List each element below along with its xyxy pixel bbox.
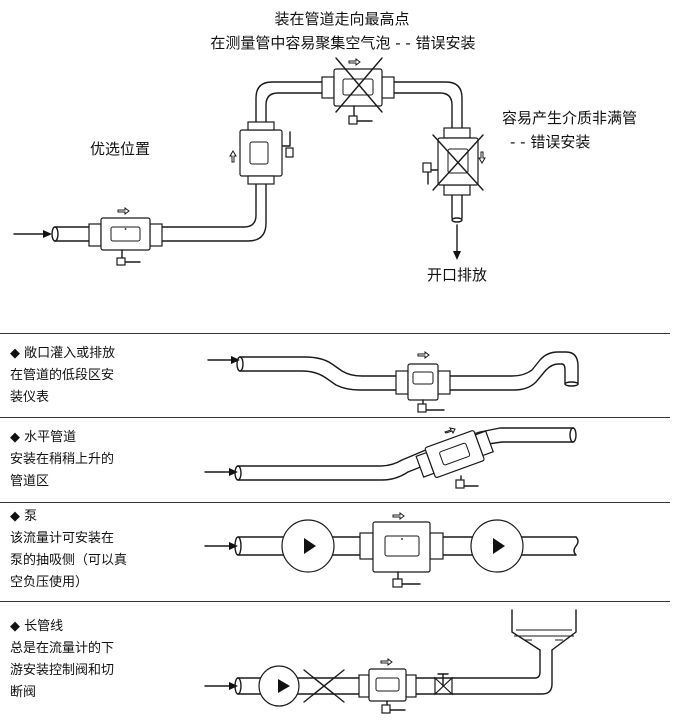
preferred-position-label: 优选位置 (90, 140, 151, 158)
section-title: ◆ 泵 (10, 509, 38, 524)
divider-2 (0, 417, 670, 418)
top-pipeline (51, 81, 463, 242)
divider-1 (0, 333, 670, 334)
diagram-open-inlet (207, 351, 579, 413)
diagram-rising-pipe (204, 427, 577, 489)
section-line: 装仪表 (10, 390, 50, 405)
title-line-2: 在测量管中容易聚集空气泡 - - 错误安装 (210, 34, 476, 52)
inlet-arrow (13, 230, 52, 238)
section-line: 该流量计可安装在 (10, 531, 115, 546)
section-open-inlet-text: ◆ 敞口灌入或排放 在管道的低段区安 装仪表 (10, 343, 115, 409)
section-line: 空负压使用） (10, 575, 89, 590)
meter-riser (229, 121, 294, 185)
section-line: 管道区 (10, 474, 50, 489)
divider-3 (0, 502, 670, 503)
partial-fill-label-1: 容易产生介质非满管 (502, 109, 638, 127)
section-line: 游安装控制阀和切 (10, 663, 115, 678)
section-title: ◆ 长管线 (10, 619, 64, 634)
section-line: 泵的抽吸侧（可以真 (10, 553, 128, 568)
section-long-pipeline-text: ◆ 长管线 总是在流量计的下 游安装控制阀和切 断阀 (10, 616, 114, 704)
diagram-pump (204, 512, 579, 588)
section-line: 在管道的低段区安 (10, 368, 115, 383)
section-horizontal-text: ◆ 水平管道 安装在稍稍上升的 管道区 (10, 427, 114, 493)
title-line-1: 装在管道走向最高点 (274, 10, 410, 28)
meter-down-wrong (422, 127, 486, 196)
meter-top-wrong (321, 57, 395, 125)
section-line: 安装在稍稍上升的 (10, 452, 115, 467)
section-line: 总是在流量计的下 (10, 641, 115, 656)
partial-fill-label-2: - - 错误安装 (510, 133, 591, 151)
section-line: 断阀 (10, 685, 37, 700)
open-outlet-label: 开口排放 (427, 266, 488, 284)
outlet-arrow (453, 224, 461, 260)
meter-preferred (88, 207, 163, 266)
section-title: ◆ 水平管道 (10, 430, 77, 445)
diagram-long-pipeline (204, 609, 577, 714)
divider-4 (0, 601, 670, 602)
section-title: ◆ 敞口灌入或排放 (10, 346, 116, 361)
section-pump-text: ◆ 泵 该流量计可安装在 泵的抽吸侧（可以真 空负压使用） (10, 506, 127, 594)
